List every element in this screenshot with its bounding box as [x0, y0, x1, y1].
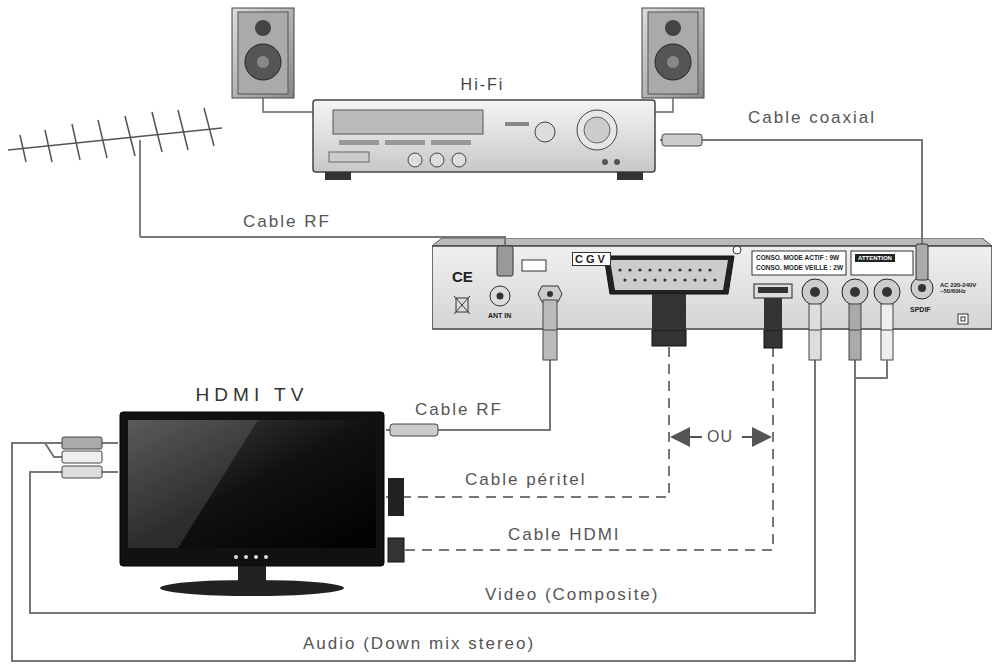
scart-plug	[652, 330, 686, 346]
cable-label: Video (Composite)	[482, 585, 662, 605]
panel-marking: CGV	[572, 252, 611, 266]
hdmi-tv-drawing	[118, 384, 386, 599]
rca-plug	[809, 330, 821, 360]
rca-plug	[62, 437, 102, 449]
rf-plug	[543, 330, 557, 360]
scart-plug	[388, 478, 404, 516]
hdmi-cable	[386, 330, 773, 550]
node-title: HDMI TV	[118, 384, 386, 406]
node-title: CE	[452, 268, 473, 285]
speaker-wire	[263, 98, 313, 112]
receiver-back-panel-drawing	[432, 238, 992, 330]
panel-marking: ATTENTION	[855, 254, 895, 262]
panel-marking: ANT IN	[488, 312, 511, 319]
hdmi-plug	[388, 538, 404, 562]
scart-cable	[386, 330, 669, 497]
panel-marking: SPDIF	[910, 306, 931, 313]
cable-label: Cable HDMI	[505, 525, 624, 545]
or-arrow	[674, 436, 702, 438]
cable-label: Audio (Down mix stereo)	[300, 634, 538, 654]
hdmi-tv: HDMI TV	[118, 384, 386, 599]
node-title: Hi-Fi	[305, 76, 660, 94]
panel-marking: CONSO. MODE ACTIF : 9W	[756, 254, 839, 261]
rf-plug	[390, 424, 438, 436]
hdmi-plug	[764, 330, 782, 348]
speaker-left	[232, 8, 294, 98]
cable-label: Cable RF	[240, 212, 334, 232]
or-label: OU	[706, 427, 734, 446]
speaker-wire	[655, 98, 673, 112]
rf-cable	[386, 330, 550, 430]
coaxial-cable	[660, 140, 922, 238]
rca-plug	[881, 330, 893, 360]
rca-plug	[62, 466, 102, 478]
coax-plug	[662, 134, 702, 146]
panel-marking: AC 220-240V ~50/60Hz	[940, 282, 988, 294]
receiver-back-panel: CE ANT IN CGV CONSO. MODE ACTIF : 9W CONSO. …	[432, 238, 992, 330]
cable-label: Cable RF	[412, 400, 506, 420]
cable-label: Cable péritel	[462, 470, 589, 490]
speaker-right	[642, 8, 704, 98]
antenna	[8, 108, 222, 237]
cable-label: Cable coaxial	[745, 108, 879, 128]
audio-split-wire	[45, 443, 62, 457]
rca-plug	[849, 330, 861, 360]
audio-merge-wire	[855, 360, 887, 378]
rca-plug	[62, 451, 102, 463]
or-arrow	[742, 436, 768, 438]
hifi-amplifier: Hi-Fi	[305, 74, 660, 190]
composite-video-cable	[30, 330, 815, 613]
panel-marking: CONSO. MODE VEILLE : 2W	[756, 264, 843, 271]
stereo-audio-cable	[12, 330, 855, 661]
